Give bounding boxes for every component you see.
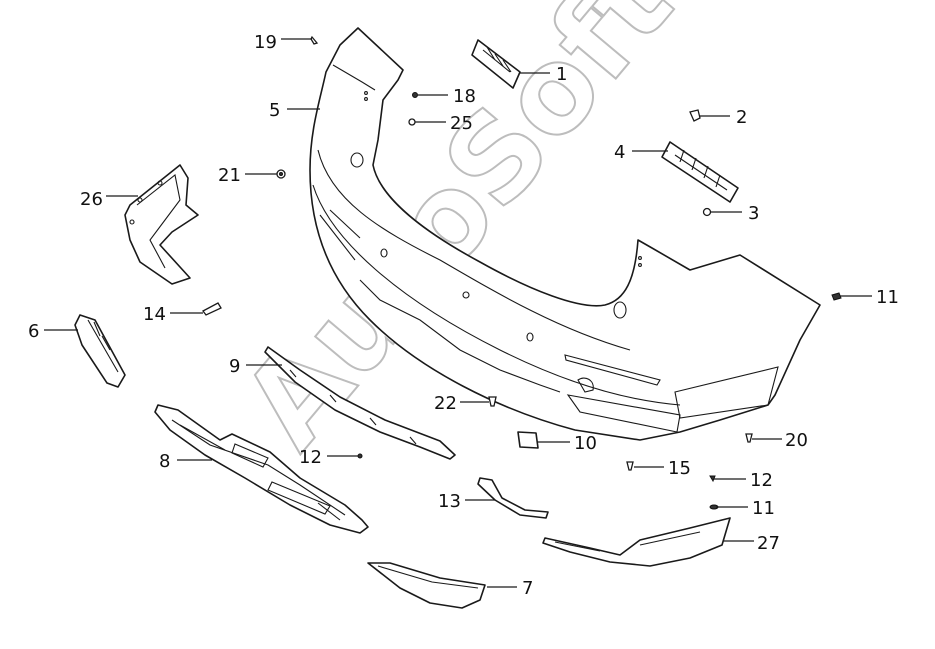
- callout-11-bottom: 11: [752, 498, 775, 519]
- part-14-sensor[interactable]: [202, 302, 222, 316]
- fastener-22[interactable]: [488, 396, 497, 407]
- part-27-lower-trim-right[interactable]: [542, 517, 731, 567]
- part-26-side-bracket[interactable]: [124, 164, 199, 285]
- part-10-cap[interactable]: [517, 431, 539, 449]
- leader-lines: [44, 38, 872, 588]
- fastener-20[interactable]: [745, 433, 753, 443]
- callout-25: 25: [450, 113, 473, 134]
- callout-6: 6: [28, 321, 39, 342]
- fastener-25[interactable]: [408, 118, 416, 126]
- part-5-bumper-cover[interactable]: [309, 27, 821, 441]
- callout-19: 19: [254, 32, 277, 53]
- part-13-trim-strip[interactable]: [477, 477, 549, 519]
- fastener-3[interactable]: [702, 207, 712, 217]
- callout-27: 27: [757, 533, 780, 554]
- part-9-strip[interactable]: [264, 346, 456, 460]
- callout-1: 1: [556, 64, 567, 85]
- callout-26: 26: [80, 189, 103, 210]
- callout-22: 22: [434, 393, 457, 414]
- callout-4: 4: [614, 142, 625, 163]
- callout-13: 13: [438, 491, 461, 512]
- part-1-bracket[interactable]: [471, 39, 521, 89]
- callout-12-left: 12: [299, 447, 322, 468]
- callout-3: 3: [748, 203, 759, 224]
- part-4-bracket[interactable]: [661, 141, 739, 203]
- callout-9: 9: [229, 356, 240, 377]
- callout-15: 15: [668, 458, 691, 479]
- callout-11-top: 11: [876, 287, 899, 308]
- fastener-18[interactable]: [412, 92, 418, 98]
- fastener-2[interactable]: [689, 109, 701, 122]
- fastener-19[interactable]: [310, 35, 319, 45]
- callout-18: 18: [453, 86, 476, 107]
- fastener-12a[interactable]: [357, 453, 363, 459]
- callout-labels: 1 2 3 4 5 6 7 8 9 10 11 11 12 12 13 14 1…: [28, 32, 899, 599]
- callout-20: 20: [785, 430, 808, 451]
- callout-2: 2: [736, 107, 747, 128]
- part-8-diffuser[interactable]: [154, 404, 369, 534]
- fastener-21[interactable]: [276, 169, 286, 179]
- part-7-lower-trim[interactable]: [367, 562, 486, 609]
- callout-7: 7: [522, 578, 533, 599]
- callout-12-right: 12: [750, 470, 773, 491]
- callout-8: 8: [159, 451, 170, 472]
- part-6-reflector-left[interactable]: [74, 314, 126, 388]
- callout-5: 5: [269, 100, 280, 121]
- fastener-11a[interactable]: [831, 292, 842, 301]
- fastener-15[interactable]: [626, 461, 634, 471]
- callout-10: 10: [574, 433, 597, 454]
- callout-14: 14: [143, 304, 166, 325]
- callout-21: 21: [218, 165, 241, 186]
